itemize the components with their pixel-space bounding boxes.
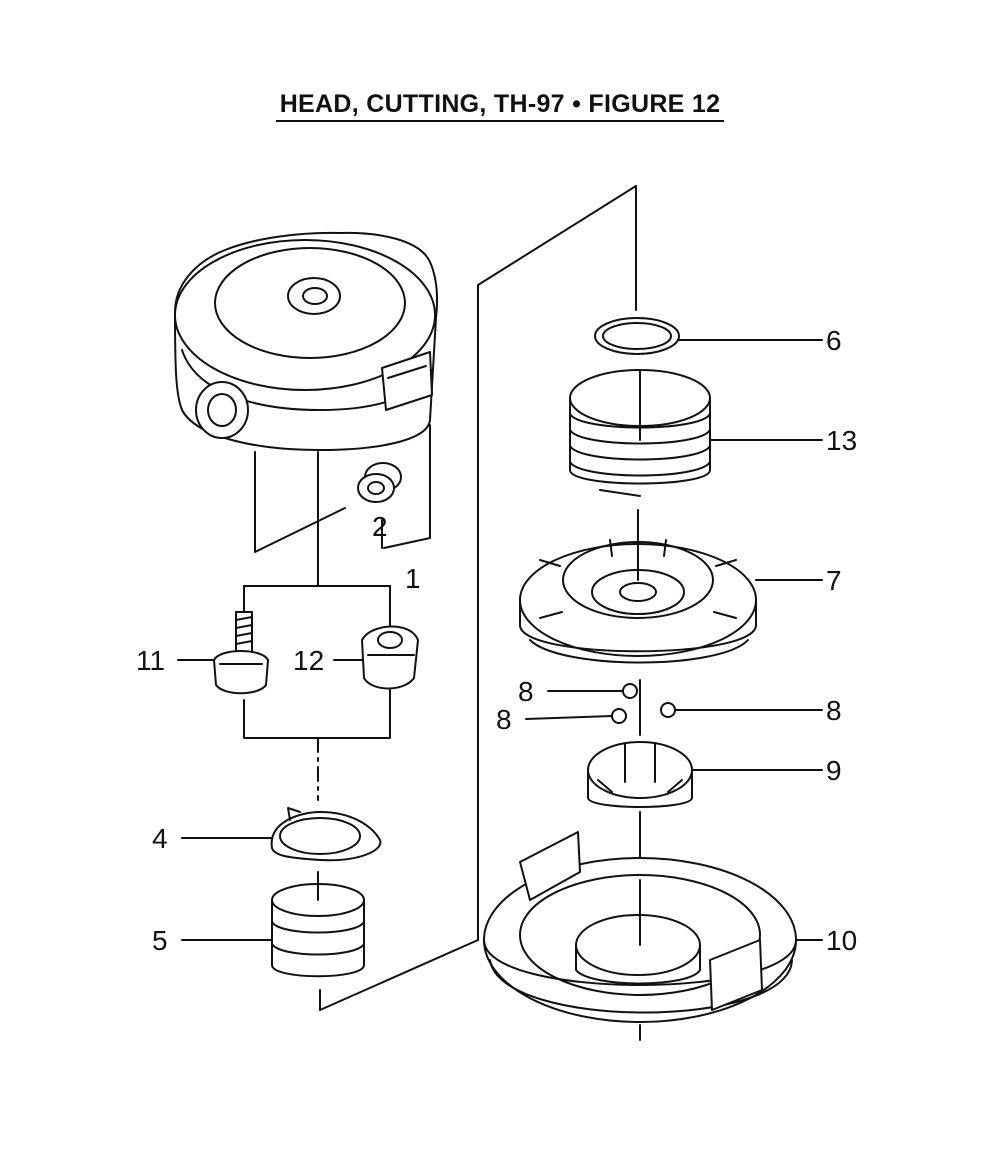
callout-1: 1 (405, 563, 421, 594)
nut-part (361, 625, 419, 690)
spring-part (569, 369, 711, 497)
callout-8-right: 8 (826, 695, 842, 726)
eyelet-part (357, 462, 402, 503)
callout-8-top: 8 (518, 676, 534, 707)
spool-part (519, 509, 757, 664)
callout-2: 2 (372, 511, 388, 542)
cover-part (483, 831, 797, 1041)
callout-11: 11 (136, 645, 165, 676)
retainer-part (270, 807, 382, 862)
callout-6: 6 (826, 325, 842, 356)
callout-8-left: 8 (496, 704, 512, 735)
callout-5: 5 (152, 925, 168, 956)
ring-part (594, 317, 680, 355)
callout-10: 10 (826, 925, 857, 956)
bolt-part (213, 611, 269, 695)
housing-part (174, 231, 439, 451)
balls-part (611, 679, 676, 736)
callout-4: 4 (152, 823, 168, 854)
callout-9: 9 (826, 755, 842, 786)
callout-12: 12 (293, 645, 324, 676)
callout-13: 13 (826, 425, 857, 456)
bellows-part (271, 871, 365, 978)
cam-part (587, 741, 693, 881)
figure-title: HEAD, CUTTING, TH-97 • FIGURE 12 (0, 90, 1000, 122)
callout-7: 7 (826, 565, 842, 596)
figure-title-text: HEAD, CUTTING, TH-97 • FIGURE 12 (275, 90, 725, 122)
